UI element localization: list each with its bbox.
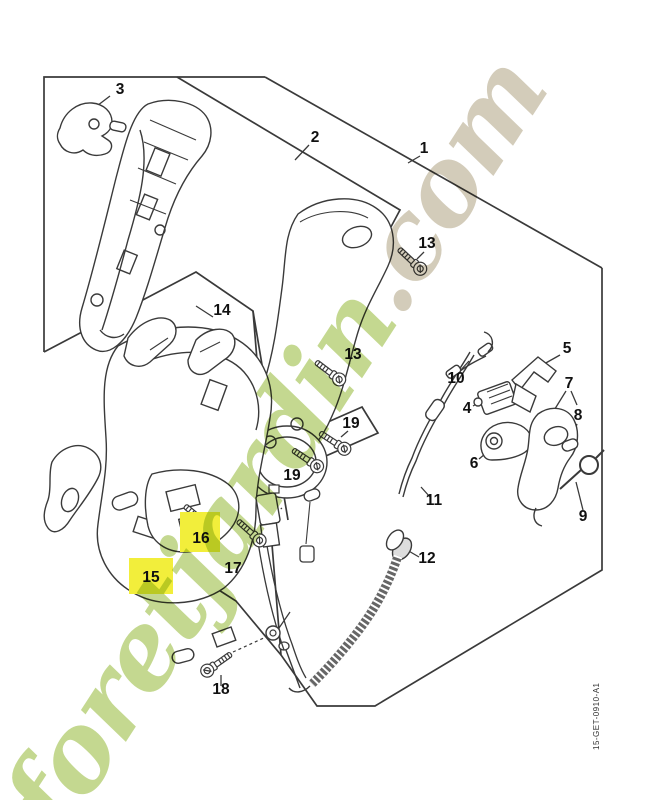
part-10-cable-end: [445, 331, 494, 379]
part-7-pivot-housing: [517, 407, 579, 527]
part-label-13a: 13: [418, 235, 436, 252]
part-14-housing: [96, 317, 273, 664]
part-label-1: 1: [420, 140, 429, 157]
part-9-spring: [559, 449, 605, 490]
part-label-9: 9: [579, 508, 588, 525]
part-label-13b: 13: [344, 346, 362, 363]
part-label-6: 6: [470, 455, 479, 472]
part-label-5: 5: [563, 340, 572, 357]
part-6-lever: [480, 421, 533, 461]
part-4-adjuster-block: [473, 381, 537, 415]
part-label-11: 11: [426, 492, 443, 509]
part-label-8: 8: [574, 407, 583, 424]
part-3-trigger: [56, 102, 127, 157]
part-labels: 1 2 3 4 5 6 7 8 9 10 11 12 13 13 14 15 1…: [116, 81, 588, 698]
part-label-19a: 19: [342, 415, 360, 432]
part-label-4: 4: [463, 400, 472, 417]
expansion-line-1: [264, 76, 603, 269]
cable-spiral-sheath: [278, 554, 403, 693]
part-8-pin: [561, 438, 579, 452]
part-label-16: 16: [192, 530, 210, 547]
part-label-3: 3: [116, 81, 125, 98]
part-2-handle-right-half: [246, 198, 395, 499]
part-label-18: 18: [212, 681, 230, 698]
wiring-harness: [255, 484, 321, 679]
highlight-15: [129, 558, 173, 594]
subassembly-box-left: [43, 76, 265, 352]
part-label-7: 7: [565, 375, 574, 392]
part-label-10: 10: [447, 370, 464, 387]
main-assembly-box: [252, 268, 603, 707]
screw-18: [197, 648, 236, 681]
part-handle-left-half: [78, 99, 212, 353]
part-label-15: 15: [142, 569, 160, 586]
part-label-2: 2: [311, 129, 320, 146]
drawing-code: 15-GET-0910-A1: [592, 682, 601, 750]
highlight-16: [180, 512, 220, 552]
part-label-14: 14: [213, 302, 231, 319]
part-label-12: 12: [418, 550, 435, 567]
part-label-19b: 19: [283, 467, 301, 484]
part-label-17: 17: [224, 560, 241, 577]
